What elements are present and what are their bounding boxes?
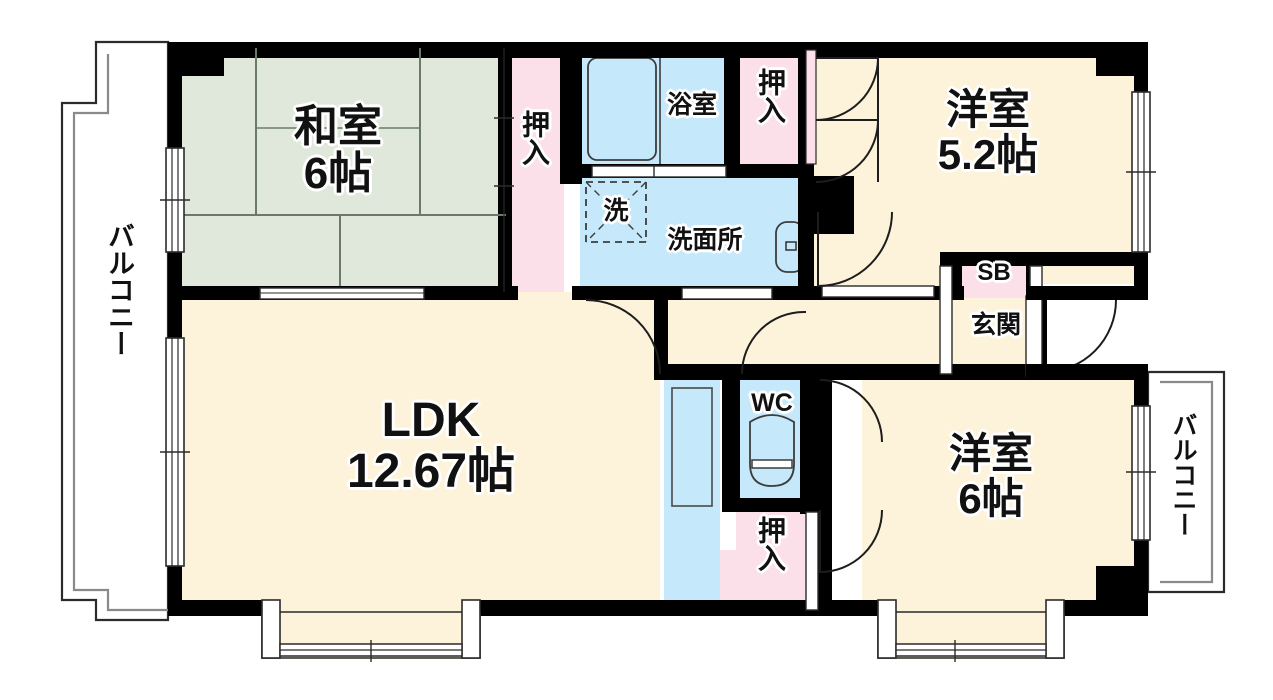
yoshitsu-b-floor: [862, 372, 1148, 612]
window-ldk-bay[interactable]: [261, 599, 481, 662]
closet-top-left-door[interactable]: [494, 48, 514, 292]
closet-top-right-floor: [740, 48, 806, 168]
hallway-floor: [576, 292, 1040, 372]
closet-top-left-floor: [506, 48, 564, 292]
washer-slot-icon: [585, 181, 647, 243]
bathtub-icon: [587, 57, 657, 161]
bath-door[interactable]: [647, 165, 727, 178]
balcony-left-outline: [60, 40, 170, 622]
closet-bottom-floor: [720, 506, 808, 612]
sliding-door-yoshitsu-a[interactable]: [821, 285, 935, 298]
tatami-mat-lines: [176, 48, 506, 286]
closet-bottom-door[interactable]: [805, 511, 819, 611]
yoshitsu-a-floor: [806, 48, 1148, 292]
window-ldk-left[interactable]: [160, 337, 190, 567]
window-yoshitsu-a-right[interactable]: [1126, 91, 1156, 253]
window-yoshitsu-b-bay[interactable]: [877, 599, 1065, 662]
sliding-door-washitsu-ldk[interactable]: [259, 287, 425, 300]
window-yoshitsu-b-right[interactable]: [1126, 405, 1156, 541]
toilet-icon: [749, 414, 795, 487]
balcony-right-outline: [1146, 370, 1226, 594]
washroom-upper-door[interactable]: [591, 165, 655, 178]
washroom-door[interactable]: [681, 287, 773, 300]
closet-top-right-door[interactable]: [805, 49, 817, 165]
ldk-floor: [176, 292, 660, 612]
door-leaf-lines: [804, 58, 1113, 313]
window-washitsu-left[interactable]: [160, 147, 190, 253]
genkan-outer-area: [1042, 300, 1148, 372]
washroom-floor: [580, 176, 808, 292]
